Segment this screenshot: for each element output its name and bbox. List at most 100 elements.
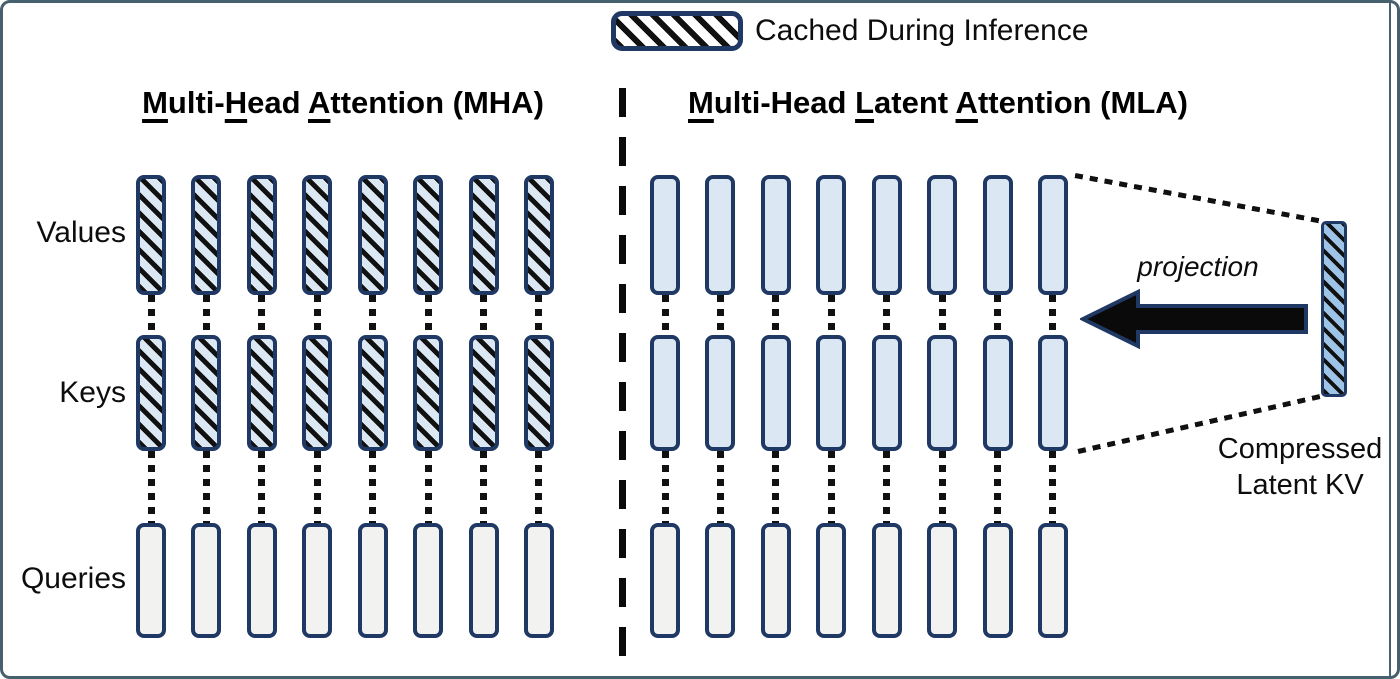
dotted-connector [358,295,388,335]
dotted-connector [524,295,554,335]
attention-head-bar [927,335,958,451]
attention-head-bar [650,335,680,451]
mla-values-bars [650,175,1068,295]
dotted-connector [927,295,957,335]
attention-head-bar [136,335,166,451]
dotted-connector [302,295,332,335]
attention-head-bar [191,175,222,295]
dotted-connector [705,451,735,523]
attention-head-bar [1037,335,1068,451]
attention-head-bar [871,335,902,451]
dotted-connector [413,451,443,523]
dotted-connector [983,451,1013,523]
attention-head-bar [191,335,222,451]
attention-head-bar [760,335,791,451]
dotted-connector [469,451,499,523]
dotted-connector [247,451,277,523]
mha-title-part: ttention (MHA) [330,85,544,120]
mla-title-part: M [688,85,714,120]
mha-panel [136,3,554,676]
attention-head-bar [760,175,791,295]
attention-head-bar [468,335,499,451]
attention-head-bar [1037,175,1068,295]
dotted-connector [872,295,902,335]
dotted-connector [872,451,902,523]
attention-head-bar [136,523,166,638]
frame-inner-right-line [1389,3,1391,676]
mha-title-part: ead [247,85,309,120]
attention-head-bar [246,335,277,451]
mla-panel [650,3,1068,676]
attention-head-bar [1037,523,1068,638]
mla-title-part: L [855,85,875,120]
dotted-connector [469,295,499,335]
attention-head-bar [523,523,554,638]
dotted-connector [524,451,554,523]
mla-title-part: ulti-Head [713,85,856,120]
dotted-connector [302,451,332,523]
attention-head-bar [357,523,388,638]
values-row-label: Values [36,216,126,249]
attention-head-bar [871,523,902,638]
keys-row-label: Keys [59,376,126,409]
attention-head-bar [927,175,958,295]
attention-head-bar [523,175,554,295]
mla-title-part: A [955,85,978,120]
dotted-connector [136,295,166,335]
compressed-latent-kv-bar [1321,221,1347,397]
attention-head-bar [302,175,333,295]
attention-head-bar [246,175,277,295]
attention-head-bar [650,523,680,638]
attention-head-bar [357,175,388,295]
attention-head-bar [357,335,388,451]
cached-hatch-swatch-icon [611,11,743,51]
attention-head-bar [136,175,166,295]
attention-head-bar [982,175,1013,295]
mla-keys-queries-connectors [650,451,1068,523]
attention-head-bar [468,175,499,295]
dotted-connector [247,295,277,335]
mha-values-bars [136,175,554,295]
mha-title-part: H [224,85,248,120]
attention-head-bar [816,335,847,451]
attention-head-bar [927,523,958,638]
dotted-connector [650,451,680,523]
attention-head-bar [760,523,791,638]
attention-head-bar [705,175,736,295]
attention-head-bar [982,523,1013,638]
dotted-connector [1038,451,1068,523]
attention-head-bar [816,523,847,638]
dotted-connector [761,295,791,335]
dotted-connector [191,451,221,523]
mha-values-keys-connectors [136,295,554,335]
attention-head-bar [650,175,680,295]
attention-head-bar [413,175,444,295]
mla-queries-bars [650,523,1068,638]
mla-title: Multi-Head Latent Attention (MLA) [633,85,1243,121]
attention-head-bar [468,523,499,638]
dotted-connector [927,451,957,523]
mha-keys-bars [136,335,554,451]
mha-title-part: M [142,85,168,120]
compressed-latent-kv-label: Compressed Latent KV [1217,433,1383,502]
attention-head-bar [302,335,333,451]
panel-divider-dashed-line [619,88,626,676]
dotted-connector [136,451,166,523]
attention-head-bar [413,523,444,638]
dotted-connector [816,451,846,523]
attention-head-bar [982,335,1013,451]
dotted-connector [413,295,443,335]
queries-row-label: Queries [20,562,126,595]
projection-label: projection [1137,251,1259,282]
dotted-connector [650,295,680,335]
attention-head-bar [413,335,444,451]
mla-title-part: atent [874,85,956,120]
mha-queries-bars [136,523,554,638]
mla-keys-bars [650,335,1068,451]
attention-head-bar [191,523,222,638]
attention-head-bar [302,523,333,638]
dotted-connector [358,451,388,523]
attention-head-bar [816,175,847,295]
dotted-connector [983,295,1013,335]
mha-title-part: A [308,85,331,120]
